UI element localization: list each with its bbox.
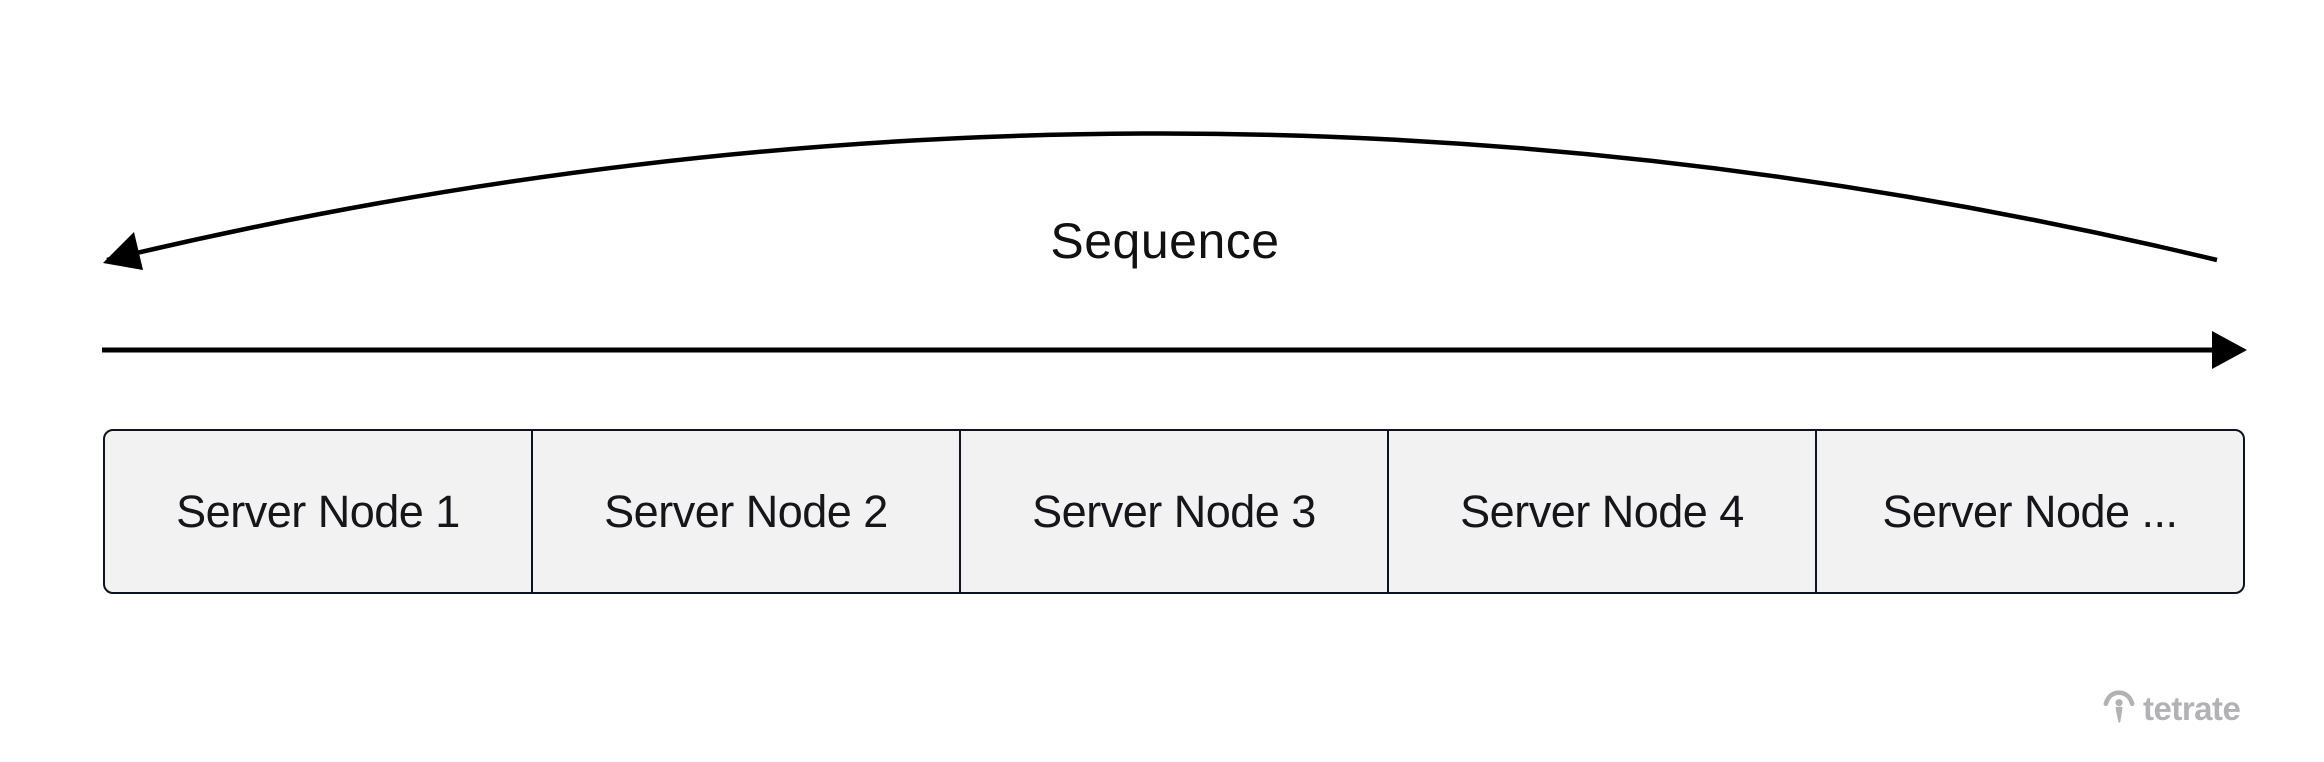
timeline-right-arrowhead-icon [2212,331,2247,369]
sequence-arc [106,131,2218,263]
server-node-row: Server Node 1 Server Node 2 Server Node … [103,429,2245,594]
tetrate-icon [2103,690,2135,723]
server-node-box-2: Server Node 2 [531,431,959,592]
sequence-label: Sequence [1050,213,1280,269]
brand-logo: tetrate [2103,688,2241,730]
arc-left-arrowhead-icon [103,232,143,270]
brand-wordmark: tetrate [2143,690,2241,727]
server-node-box-1: Server Node 1 [176,485,460,537]
server-node-box-3: Server Node 3 [959,431,1387,592]
server-node-box-more: Server Node ... [1815,431,2243,592]
server-node-box-4: Server Node 4 [1387,431,1815,592]
